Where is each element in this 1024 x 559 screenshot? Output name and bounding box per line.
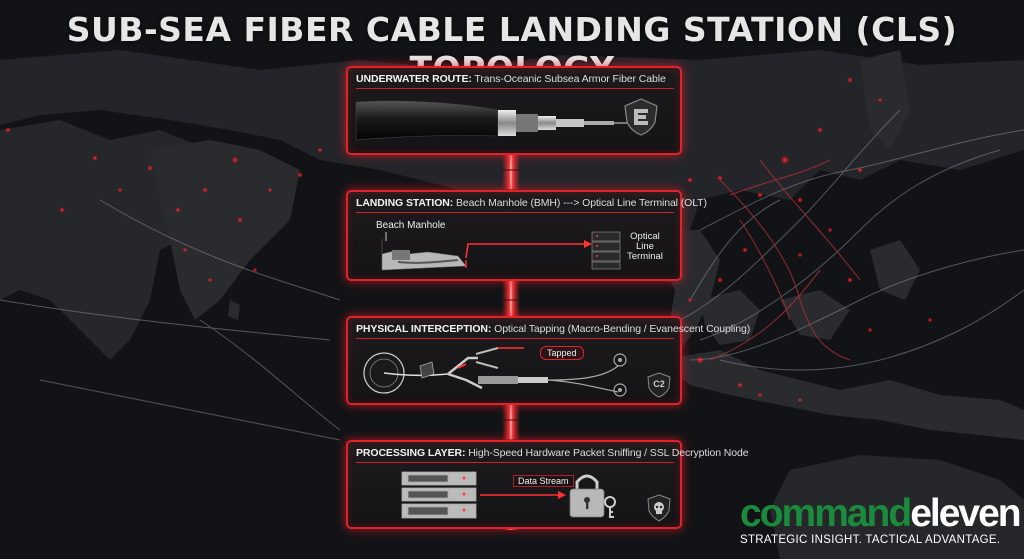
beach-manhole-label: Beach Manhole	[376, 220, 446, 231]
panel-detail: Trans-Oceanic Subsea Armor Fiber Cable	[474, 73, 666, 85]
c2-badge: C2	[653, 379, 665, 389]
tapped-tag: Tapped	[540, 346, 584, 360]
panel-heading: PHYSICAL INTERCEPTION:	[356, 323, 492, 335]
landing-station-illustration	[381, 231, 621, 271]
panel-detail: Beach Manhole (BMH) ---> Optical Line Te…	[456, 197, 707, 209]
panel-landing-station: LANDING STATION: Beach Manhole (BMH) ---…	[346, 190, 707, 281]
panel-underwater-route: UNDERWATER ROUTE: Trans-Oceanic Subsea A…	[346, 66, 682, 155]
packet-sniffing-illustration	[401, 471, 616, 519]
panel-header: LANDING STATION: Beach Manhole (BMH) ---…	[356, 197, 707, 213]
olt-rack	[591, 231, 621, 270]
panel-header: PROCESSING LAYER: High-Speed Hardware Pa…	[356, 447, 749, 463]
fiber-cable-illustration	[355, 100, 634, 141]
brand-tagline: STRATEGIC INSIGHT. TACTICAL ADVANTAGE.	[740, 534, 1001, 546]
panel-detail: Optical Tapping (Macro-Bending / Evanesc…	[494, 323, 751, 335]
c2-shield-icon	[647, 372, 671, 398]
page-title: SUB-SEA FIBER CABLE LANDING STATION (CLS…	[66, 10, 958, 88]
optical-tap-illustration	[363, 347, 627, 397]
panel-detail: High-Speed Hardware Packet Sniffing / SS…	[468, 447, 749, 459]
panel-heading: UNDERWATER ROUTE:	[356, 73, 472, 85]
skull-shield-icon	[647, 494, 671, 522]
olt-label: Optical Line Terminal	[627, 231, 663, 262]
panel-header: UNDERWATER ROUTE: Trans-Oceanic Subsea A…	[356, 73, 674, 89]
panel-header: PHYSICAL INTERCEPTION: Optical Tapping (…	[356, 323, 750, 339]
shield-e-icon	[624, 98, 658, 136]
panel-physical-interception: PHYSICAL INTERCEPTION: Optical Tapping (…	[346, 316, 750, 405]
panel-processing-layer: PROCESSING LAYER: High-Speed Hardware Pa…	[346, 440, 749, 529]
panel-heading: PROCESSING LAYER:	[356, 447, 466, 459]
brand-name: commandeleven	[740, 492, 1022, 535]
brand-logo: commandeleven STRATEGIC INSIGHT. TACTICA…	[740, 492, 1022, 547]
data-stream-label: Data Stream	[513, 475, 574, 487]
panel-heading: LANDING STATION:	[356, 197, 454, 209]
